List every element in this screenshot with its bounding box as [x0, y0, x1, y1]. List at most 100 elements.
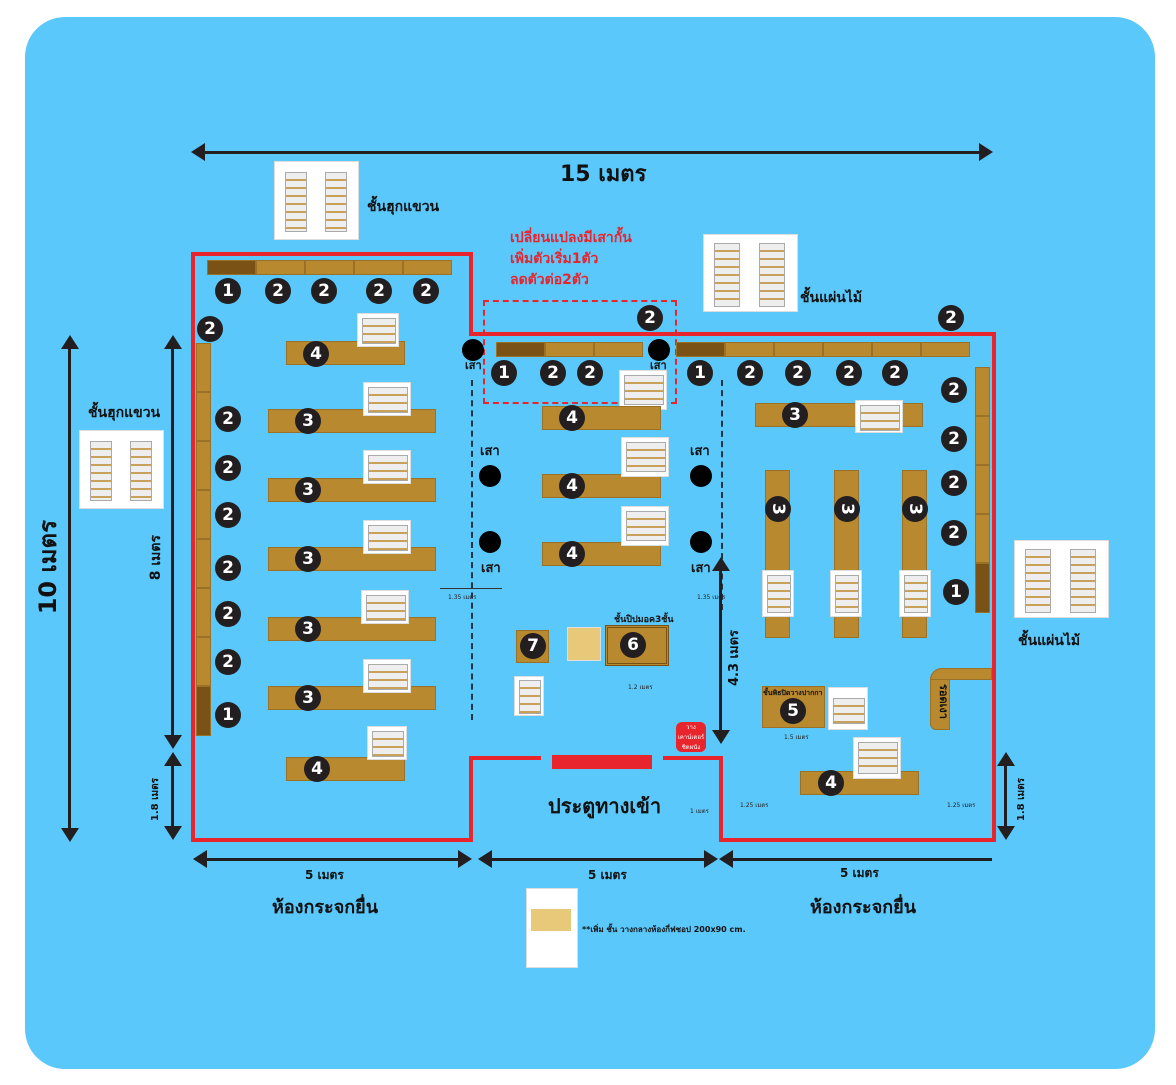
badge-2: 2 [938, 305, 964, 331]
shelf5-image [828, 687, 868, 730]
badge-3-rotated: 3 [902, 496, 928, 522]
badge-3: 3 [295, 616, 321, 642]
shelf-cont-top-mid-2 [594, 342, 643, 357]
pillar-top-left [462, 339, 484, 361]
shelf-right-wall-start [975, 563, 990, 613]
change-note-line-3: ลดตัวต่อ2ตัว [510, 272, 589, 288]
aisle-line-right [721, 380, 723, 610]
shelf-right-wall-4 [975, 514, 990, 563]
wood-shelf-image-right [1014, 540, 1109, 618]
badge-2: 2 [215, 406, 241, 432]
shelf3-image [363, 659, 411, 693]
badge-2: 2 [836, 360, 862, 386]
shelf-cont-top-left-3 [354, 260, 403, 275]
shelf-cont-top-left-2 [305, 260, 354, 275]
shelf7-image [514, 676, 544, 716]
badge-3: 3 [782, 402, 808, 428]
wall-bottom-right-step [719, 756, 723, 842]
dim-line-1-8m-right [1004, 765, 1007, 828]
wall-bottom-left [191, 838, 473, 842]
wall-entry-right [663, 756, 723, 760]
arrow-left-icon [478, 850, 492, 868]
hook-shelf-image-top [274, 161, 359, 240]
badge-4: 4 [559, 405, 585, 431]
entrance-label: ประตูทางเข้า [548, 794, 662, 818]
badge-2: 2 [215, 555, 241, 581]
shelf-left-wall-7 [196, 637, 211, 686]
shelf-left-wall-3 [196, 441, 211, 490]
badge-2: 2 [215, 455, 241, 481]
counter-label: รอดเงา [937, 684, 950, 719]
badge-1: 1 [215, 278, 241, 304]
shelf4-image [367, 726, 407, 760]
badge-2: 2 [637, 305, 663, 331]
wall-right [992, 332, 996, 842]
shelf6-title: ชั้นปิปมอค3ชั้น [614, 615, 674, 625]
wall-top-step [469, 252, 473, 336]
badge-4: 4 [559, 541, 585, 567]
shelf-right-wall-1 [975, 367, 990, 416]
pillar-label: เสา [690, 444, 710, 459]
glass-room-left-label: ห้องกระจกยื่น [272, 897, 378, 918]
change-note-line-1: เปลี่ยนแปลงมีเสากั้น [510, 230, 632, 246]
shelf-start-top-left [207, 260, 256, 275]
badge-2: 2 [197, 316, 223, 342]
shelf-right-wall-2 [975, 416, 990, 465]
pillar-top-mid [648, 339, 670, 361]
badge-1: 1 [943, 579, 969, 605]
badge-2: 2 [215, 502, 241, 528]
arrow-right-icon [458, 850, 472, 868]
pillar-mid-left-2 [479, 531, 501, 553]
arrow-right-icon [704, 850, 718, 868]
badge-4: 4 [304, 756, 330, 782]
wood-shelf-label-right: ชั้นแผ่นไม้ [1018, 633, 1081, 649]
pillar-label: เสา [480, 444, 500, 459]
shelf3-image [363, 382, 411, 416]
dim-label-bottom-right: 5 เมตร [840, 866, 879, 880]
badge-2: 2 [941, 426, 967, 452]
dim-line-10m [68, 348, 71, 828]
dim-line-bottom-left [205, 858, 460, 861]
wall-bottom-right [719, 838, 996, 842]
shelf-cont-top-right-4 [872, 342, 921, 357]
gap-label-135-left: 1.35 เมตร [448, 594, 477, 601]
cashier-label: วางเคาน์เตอร์ ชิดผนัง [677, 724, 705, 751]
shelf-left-wall-start [196, 686, 211, 736]
dim-label-15m: 15 เมตร [560, 162, 647, 187]
shelf-cont-top-mid-1 [545, 342, 594, 357]
badge-2: 2 [413, 278, 439, 304]
dim-label-bottom-left: 5 เมตร [305, 868, 344, 882]
arrow-down-icon [61, 828, 79, 842]
badge-4: 4 [303, 341, 329, 367]
shelf-cont-top-right-2 [774, 342, 823, 357]
badge-2: 2 [941, 520, 967, 546]
wall-left [191, 252, 195, 842]
badge-2: 2 [366, 278, 392, 304]
shelf-cont-top-right-5 [921, 342, 970, 357]
arrow-down-icon [712, 730, 730, 744]
glass-room-right-label: ห้องกระจกยื่น [810, 897, 916, 918]
dim-label-1-8m-right: 1.8 เมตร [1016, 778, 1027, 822]
pillar-label: เสา [481, 561, 501, 576]
wood-shelf-label-top: ชั้นแผ่นไม้ [800, 290, 863, 306]
badge-1: 1 [491, 360, 517, 386]
arrow-left-icon [191, 143, 205, 161]
shelf3-image [363, 450, 411, 484]
badge-2: 2 [941, 470, 967, 496]
dim-label-8m: 8 เมตร [148, 535, 164, 581]
badge-2: 2 [882, 360, 908, 386]
shelf3-image [361, 590, 409, 624]
badge-2: 2 [577, 360, 603, 386]
badge-3: 3 [295, 477, 321, 503]
wall-top-right [469, 332, 996, 336]
badge-2: 2 [311, 278, 337, 304]
badge-7: 7 [520, 633, 546, 659]
arrow-down-icon [164, 826, 182, 840]
change-note-line-2: เพิ่มตัวเริ่ม1ตัว [510, 251, 599, 267]
pillar-label: เสา [650, 359, 667, 372]
shelf-left-wall-4 [196, 490, 211, 539]
arrow-up-icon [164, 752, 182, 766]
badge-3-rotated: 3 [765, 496, 791, 522]
hook-shelf-label-left: ชั้นฮุกแขวน [88, 405, 161, 421]
cashier-counter: วางเคาน์เตอร์ ชิดผนัง [676, 722, 706, 752]
